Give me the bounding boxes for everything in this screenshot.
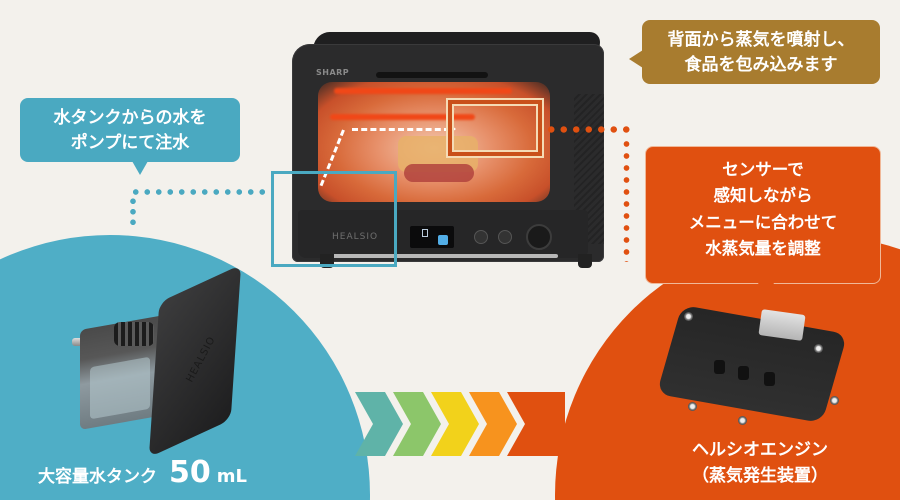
callout-line: ポンプにて注水 [70,132,190,153]
tank-window [90,356,150,420]
callout-line: 背面から蒸気を噴射し、 [667,30,855,50]
heater-icon [330,114,475,120]
ham-food [404,164,474,182]
screw-icon [738,416,747,425]
engine-nozzle [764,372,775,386]
engine-body [656,304,848,424]
screw-icon [684,312,693,321]
callout-steam-back: 背面から蒸気を噴射し、 食品を包み込みます [629,20,880,84]
callout-line: 感知しながら [713,186,813,206]
oven-foot [578,254,592,268]
oven-body: SHARP HEALSIO [292,44,604,262]
connector-dots [545,126,631,133]
display-icon [438,235,448,245]
engine-name: ヘルシオエンジン [692,440,828,460]
oven-button [474,230,488,244]
oven-rail [328,254,558,258]
oven-display [410,226,454,248]
flow-chevrons-icon [355,392,565,456]
connector-dots [130,196,136,230]
heater-icon [334,88,512,94]
screw-icon [830,396,839,405]
oven-brand: SHARP [316,68,350,77]
callout-line: センサーで [722,160,804,179]
callout-line: 水蒸気量を調整 [705,239,821,259]
callout-line: 水タンクからの水を [53,108,207,128]
engine-image [650,300,850,428]
oven-handle [376,72,488,78]
steam-outlet-highlight [448,100,542,156]
oven-control-panel: HEALSIO [298,210,588,258]
tank-location-highlight [271,171,397,267]
engine-caption: ヘルシオエンジン （蒸気発生装置） [660,438,860,489]
connector-dots [130,189,270,195]
tank-label: 大容量水タンク [38,467,157,487]
screw-icon [688,402,697,411]
oven-knob [526,224,552,250]
tank-capacity-value: 50 [169,455,211,490]
oven-panel-logo: HEALSIO [332,232,379,242]
steam-arrow-icon [352,128,450,131]
callout-water-pump: 水タンクからの水を ポンプにて注水 [20,98,240,175]
callout-line: メニューに合わせて [688,212,838,232]
tank-capacity-unit: mL [216,466,247,487]
oven-image: SHARP HEALSIO [284,32,606,274]
oven-start-button [498,230,512,244]
display-icon [422,229,428,237]
engine-subtitle: （蒸気発生装置） [692,465,828,486]
callout-line: 食品を包み込みます [684,54,838,75]
arrowhead-icon [448,123,456,135]
tank-grill [114,322,154,346]
water-tank-image: HEALSIO [72,264,252,458]
callout-sensor: センサーで 感知しながら メニューに合わせて 水蒸気量を調整 [645,146,881,297]
engine-nozzle [714,360,725,374]
engine-nozzle [738,366,749,380]
screw-icon [814,344,823,353]
connector-dots [623,138,630,262]
